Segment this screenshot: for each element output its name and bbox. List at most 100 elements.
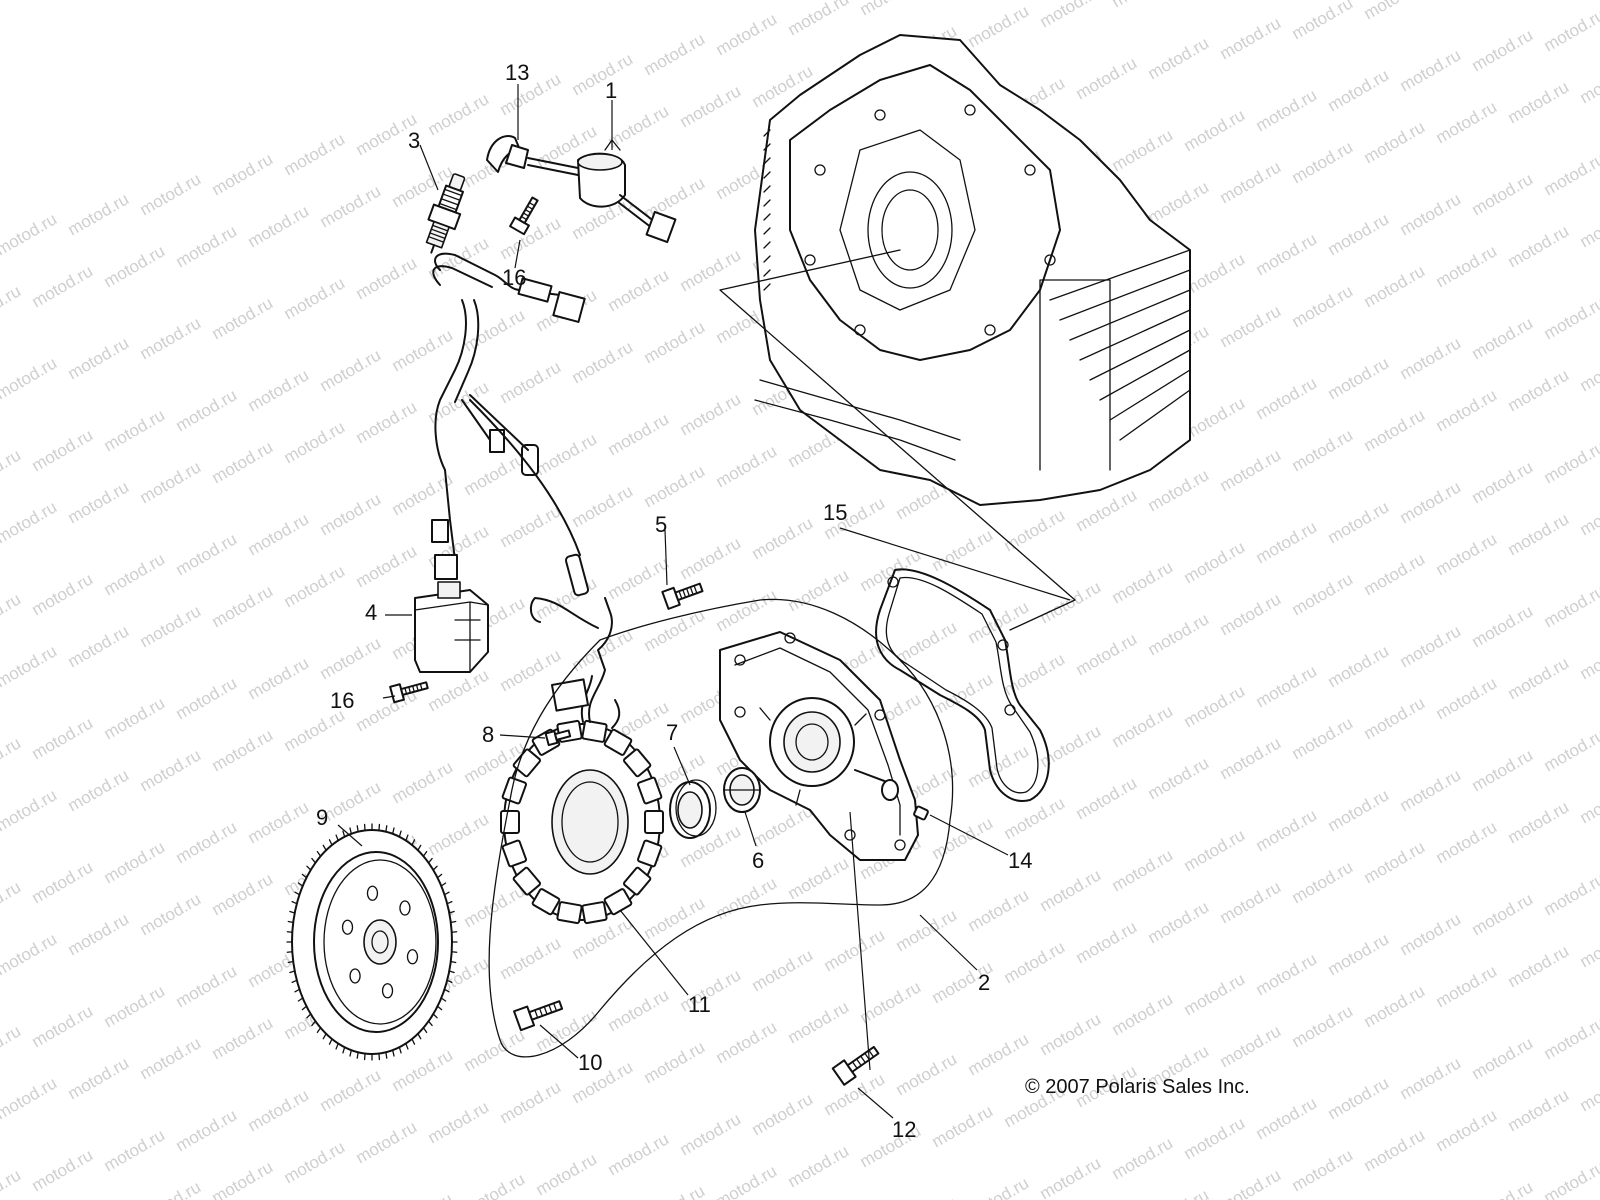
- watermark-text: motod.ru: [497, 501, 565, 551]
- bolt-5: [661, 582, 704, 610]
- bolt-16-upper: [509, 196, 539, 236]
- callout-14: 14: [1008, 848, 1032, 873]
- watermark-text: motod.ru: [1361, 405, 1429, 455]
- watermark-text: motod.ru: [749, 1089, 817, 1139]
- watermark-text: motod.ru: [1361, 1125, 1429, 1175]
- watermark-text: motod.ru: [0, 929, 60, 979]
- watermark-text: motod.ru: [1361, 0, 1429, 23]
- watermark-text: motod.ru: [101, 1125, 169, 1175]
- watermark-text: motod.ru: [1361, 549, 1429, 599]
- watermark-text: motod.ru: [389, 757, 457, 807]
- watermark-text: motod.ru: [1001, 505, 1069, 555]
- watermark-text: motod.ru: [1397, 477, 1465, 527]
- watermark-text: motod.ru: [353, 397, 421, 447]
- stator-pole: [501, 839, 527, 868]
- flywheel-tooth: [443, 891, 450, 896]
- watermark-text: motod.ru: [965, 1, 1033, 51]
- watermark-text: motod.ru: [893, 1193, 961, 1200]
- watermark-text: motod.ru: [1541, 1157, 1600, 1200]
- watermark-text: motod.ru: [1145, 897, 1213, 947]
- watermark-text: motod.ru: [1577, 345, 1600, 395]
- watermark-text: motod.ru: [389, 1189, 457, 1200]
- watermark-text: motod.ru: [1397, 1053, 1465, 1103]
- watermark-text: motod.ru: [1577, 633, 1600, 683]
- watermark-text: motod.ru: [101, 405, 169, 455]
- watermark-text: motod.ru: [1217, 157, 1285, 207]
- watermark-text: motod.ru: [1577, 57, 1600, 107]
- watermark-text: motod.ru: [1217, 1021, 1285, 1071]
- spark-plug: [425, 173, 466, 254]
- watermark-text: motod.ru: [1037, 0, 1105, 31]
- callout-2: 2: [978, 970, 990, 995]
- watermark-text: motod.ru: [713, 1161, 781, 1200]
- watermark-text: motod.ru: [461, 449, 529, 499]
- watermark-text: motod.ru: [101, 549, 169, 599]
- watermark-text: motod.ru: [1361, 117, 1429, 167]
- watermark-text: motod.ru: [1433, 673, 1501, 723]
- watermark-text: motod.ru: [1325, 65, 1393, 115]
- watermark-text: motod.ru: [1217, 589, 1285, 639]
- flywheel-bolt-hole: [399, 900, 411, 916]
- watermark-text: motod.ru: [1181, 1113, 1249, 1163]
- watermark-text: motod.ru: [1217, 1165, 1285, 1200]
- watermark-text: motod.ru: [1505, 365, 1573, 415]
- wire-harness: [431, 252, 590, 597]
- stator-pole: [512, 748, 541, 778]
- flywheel-tooth: [311, 1020, 317, 1027]
- watermark-text: motod.ru: [29, 261, 97, 311]
- watermark-text: motod.ru: [65, 189, 133, 239]
- watermark-text: motod.ru: [317, 633, 385, 683]
- watermark-text: motod.ru: [0, 281, 24, 331]
- watermark-text: motod.ru: [1397, 909, 1465, 959]
- flywheel-tooth: [294, 988, 301, 993]
- watermark-text: motod.ru: [1469, 25, 1537, 75]
- watermark-text: motod.ru: [101, 837, 169, 887]
- stator-pole: [603, 888, 633, 916]
- watermark-text: motod.ru: [1505, 797, 1573, 847]
- watermark-text: motod.ru: [461, 1169, 529, 1200]
- watermark-text: motod.ru: [1253, 373, 1321, 423]
- watermark-text: motod.ru: [29, 425, 97, 475]
- watermark-text: motod.ru: [1289, 1145, 1357, 1195]
- watermark-text: motod.ru: [1361, 837, 1429, 887]
- watermark-text: motod.ru: [137, 745, 205, 795]
- watermark-text: motod.ru: [641, 173, 709, 223]
- watermark-text: motod.ru: [1145, 609, 1213, 659]
- watermark-text: motod.ru: [245, 653, 313, 703]
- stator-pole: [603, 728, 633, 756]
- watermark-text: motod.ru: [1181, 537, 1249, 587]
- flywheel-tooth: [450, 920, 457, 924]
- leader-lines: [337, 84, 1071, 1119]
- watermark-text: motod.ru: [1109, 557, 1177, 607]
- watermark-text: motod.ru: [1109, 0, 1177, 11]
- watermark-text: motod.ru: [245, 365, 313, 415]
- watermark-text: motod.ru: [821, 925, 889, 975]
- watermark-text: motod.ru: [893, 1049, 961, 1099]
- flywheel-tooth: [301, 873, 308, 879]
- watermark-text: motod.ru: [1505, 509, 1573, 559]
- watermark-text: motod.ru: [1505, 653, 1573, 703]
- flywheel-tooth: [335, 1042, 339, 1050]
- cover-gasket: [875, 568, 1050, 802]
- stator: [500, 597, 664, 925]
- watermark-text: motod.ru: [1289, 713, 1357, 763]
- watermark-text: motod.ru: [605, 1129, 673, 1179]
- watermark-text: motod.ru: [1433, 961, 1501, 1011]
- watermark-text: motod.ru: [569, 625, 637, 675]
- flywheel-tooth: [446, 979, 453, 984]
- watermark-text: motod.ru: [1109, 701, 1177, 751]
- watermark-text: motod.ru: [1289, 1001, 1357, 1051]
- watermark-text: motod.ru: [785, 0, 853, 39]
- screw-8: [544, 729, 572, 747]
- watermark-text: motod.ru: [1109, 845, 1177, 895]
- flywheel-tooth: [432, 865, 438, 871]
- watermark-text: motod.ru: [1289, 857, 1357, 907]
- stator-assembly-outline: [488, 598, 954, 1058]
- flywheel-tooth: [306, 865, 312, 871]
- flywheel-tooth: [422, 1027, 428, 1034]
- flywheel-tooth: [432, 1013, 438, 1019]
- flywheel-tooth: [411, 1038, 416, 1045]
- watermark-text: motod.ru: [1037, 865, 1105, 915]
- watermark-text: motod.ru: [101, 981, 169, 1031]
